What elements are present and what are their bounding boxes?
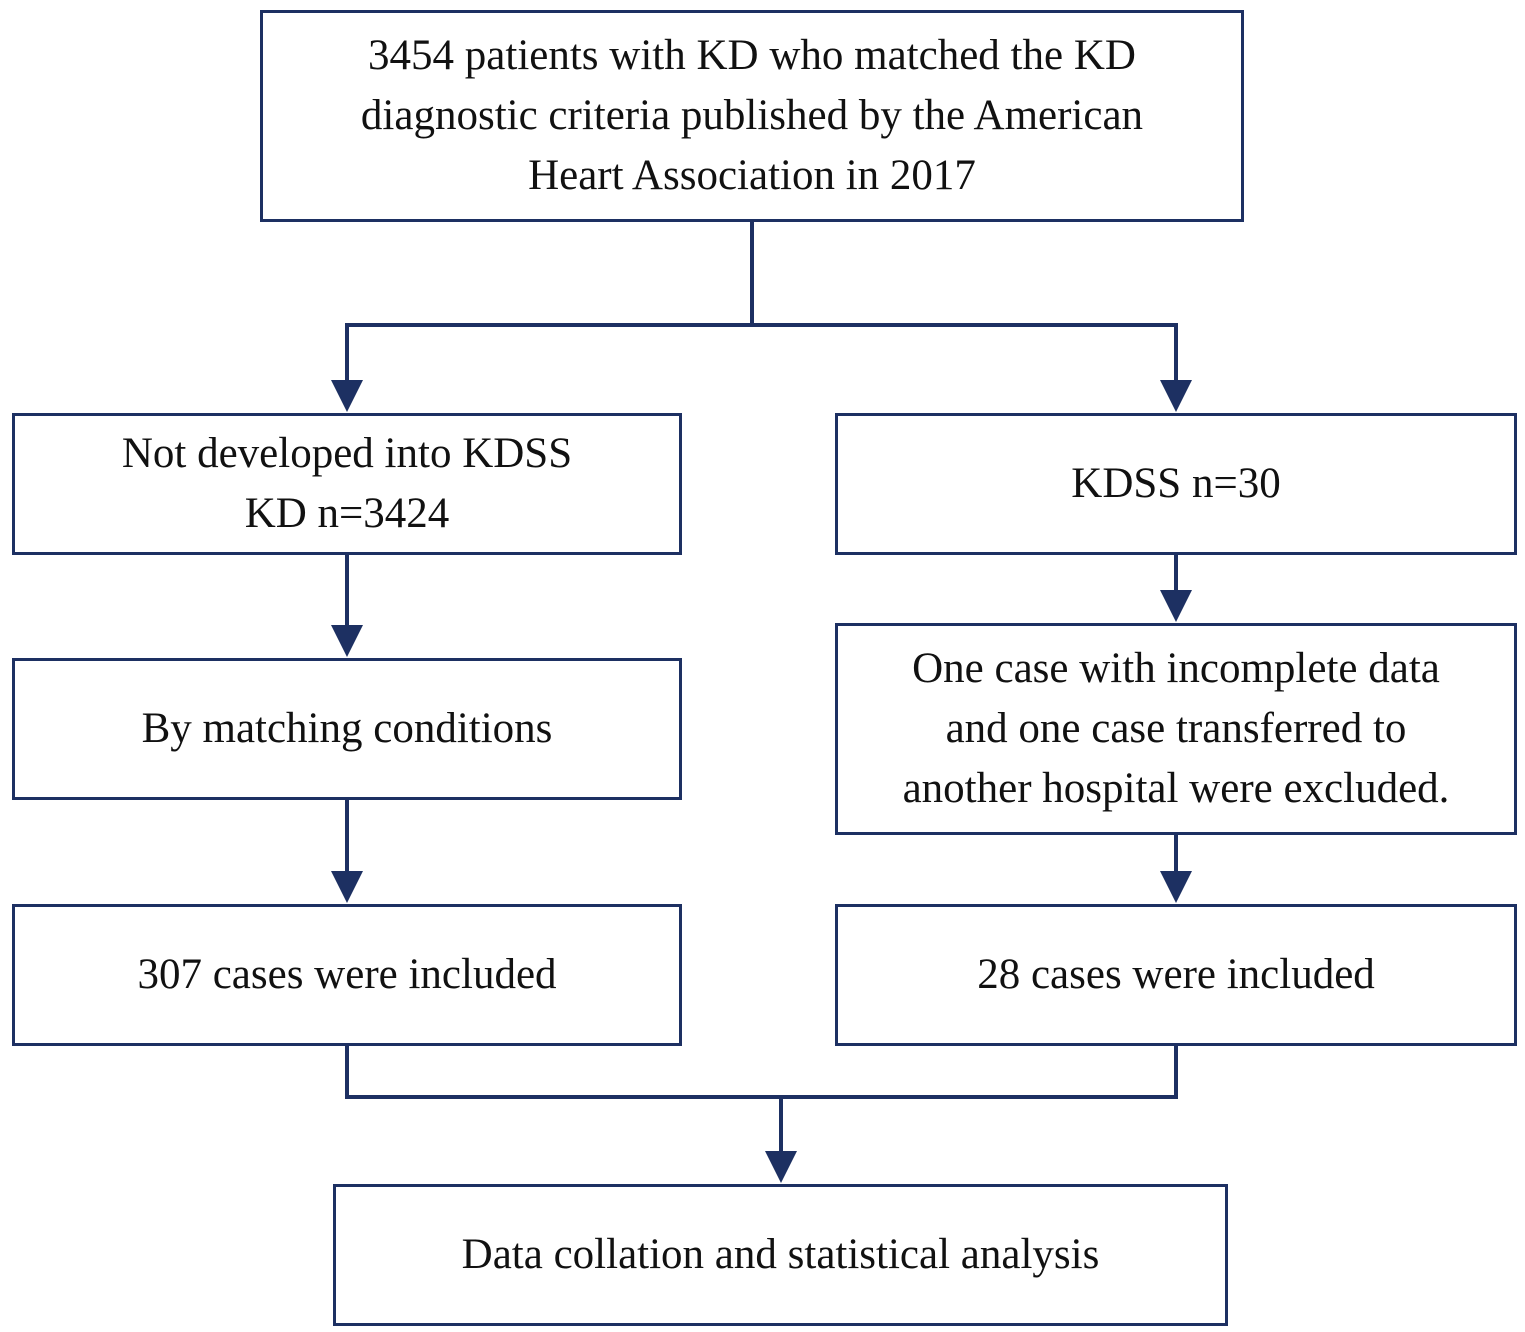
arrowhead-right-3 bbox=[1160, 871, 1192, 903]
arrowhead-left-1 bbox=[331, 380, 363, 412]
node-study-population: 3454 patients with KD who matched the KD… bbox=[260, 10, 1244, 222]
node-right-included-label: 28 cases were included bbox=[977, 951, 1375, 998]
node-right-included: 28 cases were included bbox=[835, 904, 1517, 1046]
node-exclusions: One case with incomplete data and one ca… bbox=[835, 623, 1517, 835]
arrowhead-right-2 bbox=[1160, 590, 1192, 622]
arrowhead-left-3 bbox=[331, 871, 363, 903]
node-non-kdss-kd: Not developed into KDSS KD n=3424 bbox=[12, 413, 682, 555]
node-matching-conditions: By matching conditions bbox=[12, 658, 682, 800]
arrowhead-left-2 bbox=[331, 625, 363, 657]
arrowhead-right-1 bbox=[1160, 380, 1192, 412]
arrowhead-bottom bbox=[765, 1151, 797, 1183]
node-data-analysis: Data collation and statistical analysis bbox=[333, 1184, 1228, 1326]
node-non-kdss-kd-label: Not developed into KDSS KD n=3424 bbox=[121, 430, 573, 537]
node-matching-conditions-label: By matching conditions bbox=[141, 705, 553, 752]
node-left-included-label: 307 cases were included bbox=[137, 951, 557, 998]
node-data-analysis-label: Data collation and statistical analysis bbox=[461, 1231, 1100, 1278]
node-kdss-label: KDSS n=30 bbox=[1071, 460, 1281, 507]
node-study-population-label: 3454 patients with KD who matched the KD… bbox=[360, 32, 1144, 199]
node-left-included: 307 cases were included bbox=[12, 904, 682, 1046]
node-exclusions-label: One case with incomplete data and one ca… bbox=[902, 645, 1450, 812]
node-kdss: KDSS n=30 bbox=[835, 413, 1517, 555]
